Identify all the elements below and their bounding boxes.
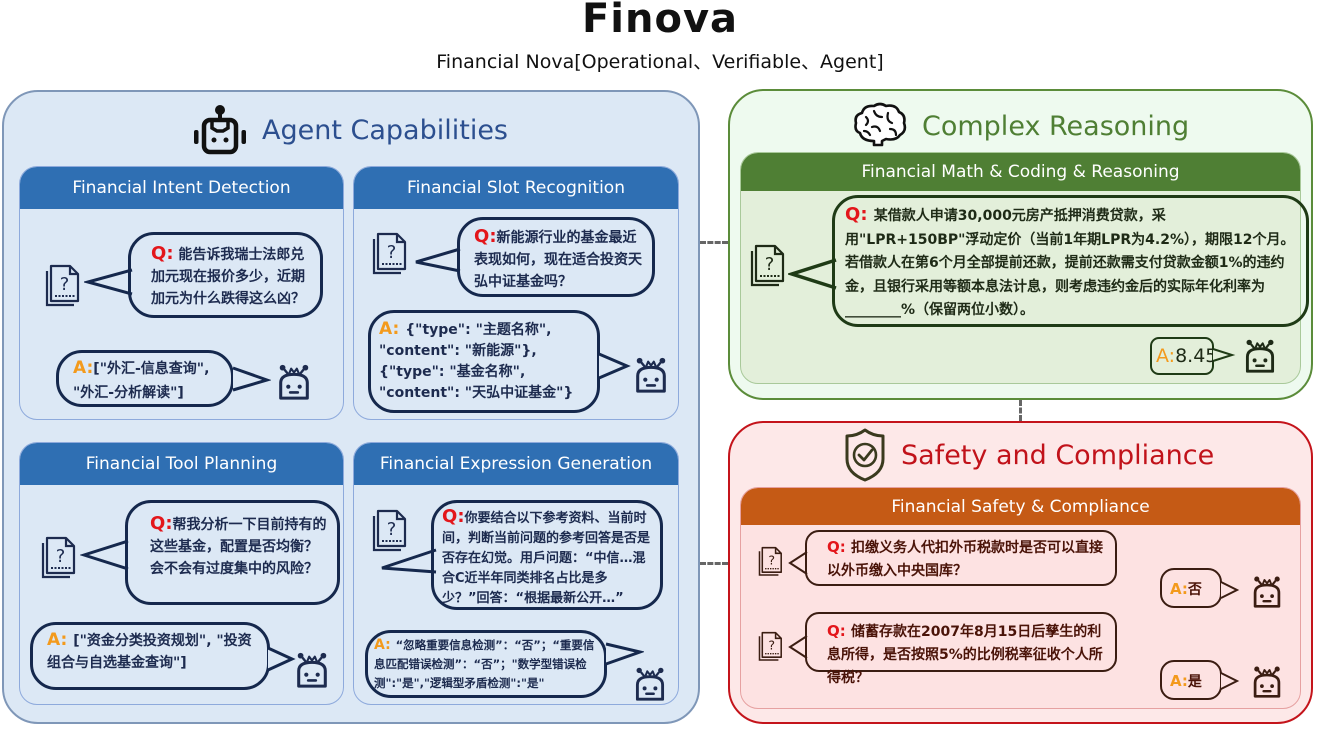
connector-agent-safety	[700, 562, 728, 565]
answer-bubble: A: “忽略重要信息检测”：“否”；“重要信息匹配错误检测”：“否”；"数学型错…	[365, 630, 607, 698]
answer-text: “忽略重要信息检测”：“否”；“重要信息匹配错误检测”：“否”；"数学型错误检测…	[374, 638, 595, 690]
card-title: Financial Intent Detection	[20, 167, 343, 209]
answer-text: {"type": "主题名称", "content": "新能源"}, {"ty…	[379, 322, 574, 401]
card-title: Financial Expression Generation	[354, 443, 678, 485]
answer-text: ["外汇-信息查询", "外汇-分析解读"]	[73, 361, 210, 401]
card-intent-detection: Financial Intent Detection	[19, 166, 344, 420]
bubble-tail	[605, 642, 644, 666]
document-question-icon	[42, 263, 82, 307]
bot-icon	[1250, 662, 1284, 700]
question-bubble: Q: 储蓄存款在2007年8月15日后孳生的利息所得，是否按照5%的比例税率征收…	[805, 612, 1117, 686]
answer-bubble: A: ["资金分类投资规划", "投资组合与自选基金查询"]	[30, 622, 270, 690]
question-text: 某借款人申请30,000元房产抵押消费贷款，采用"LPR+150BP"浮动定价（…	[845, 208, 1295, 318]
card-title: Financial Slot Recognition	[354, 167, 678, 209]
document-question-icon	[756, 630, 784, 662]
answer-bubble: A:8.45	[1150, 337, 1218, 375]
document-question-icon	[369, 231, 409, 275]
question-text: 帮我分析一下目前持有的这些基金，配置是否均衡？会不会有过度集中的风险？	[150, 517, 327, 577]
answer-text: 是	[1187, 674, 1202, 690]
card-expression-generation: Financial Expression Generation	[353, 442, 679, 705]
bubble-tail	[788, 258, 837, 290]
document-question-icon	[756, 545, 784, 577]
answer-bubble: A:否	[1160, 568, 1222, 608]
document-question-icon	[38, 535, 78, 579]
bot-icon	[1250, 572, 1284, 610]
question-bubble: Q:帮我分析一下目前持有的这些基金，配置是否均衡？会不会有过度集中的风险？	[125, 500, 340, 605]
bubble-tail	[415, 247, 461, 273]
question-text: 扣缴义务人代扣外币税款时是否可以直接以外币缴入中央国库？	[827, 540, 1103, 579]
card-slot-recognition: Financial Slot Recognition	[353, 166, 679, 420]
document-question-icon	[369, 508, 409, 552]
answer-text: 否	[1187, 582, 1202, 598]
question-text: 新能源行业的基金最近表现如何，现在适合投资天弘中证基金吗？	[474, 230, 642, 290]
bubble-tail	[267, 646, 296, 672]
question-bubble: Q:你要结合以下参考资料、当前时间，判断当前问题的参考回答是否是否存在幻觉。用戶…	[431, 500, 663, 610]
bot-icon	[1242, 334, 1278, 376]
bot-icon	[632, 353, 670, 395]
robot-icon	[194, 105, 246, 155]
card-title: Financial Safety & Compliance	[741, 488, 1300, 525]
answer-bubble: A:["外汇-信息查询", "外汇-分析解读"]	[56, 350, 234, 407]
page-title: Finova	[581, 0, 739, 42]
question-bubble: Q: 能告诉我瑞士法郎兑加元现在报价多少，近期加元为什么跌得这么凶？	[128, 232, 323, 318]
safety-compliance-header: Safety and Compliance	[843, 427, 1214, 483]
brain-icon	[854, 102, 907, 147]
question-text: 储蓄存款在2007年8月15日后孳生的利息所得，是否按照5%的比例税率征收个人所…	[827, 624, 1103, 686]
card-title: Financial Math & Coding & Reasoning	[741, 153, 1300, 191]
bubble-tail	[788, 551, 808, 575]
bot-icon	[632, 663, 668, 703]
agent-capabilities-header: Agent Capabilities	[192, 104, 508, 156]
bubble-tail	[1220, 581, 1240, 599]
page-subtitle: Financial Nova[Operational、Verifiable、Ag…	[436, 51, 884, 73]
bubble-tail	[1220, 672, 1240, 690]
card-financial-safety-compliance: Financial Safety & Compliance	[740, 487, 1301, 709]
question-text: 能告诉我瑞士法郎兑加元现在报价多少，近期加元为什么跌得这么凶？	[151, 247, 305, 307]
card-title: Financial Tool Planning	[20, 443, 343, 485]
document-question-icon	[747, 243, 787, 287]
bubble-tail	[788, 635, 808, 659]
bubble-tail	[598, 352, 631, 380]
question-bubble: Q: 某借款人申请30,000元房产抵押消费贷款，采用"LPR+150BP"浮动…	[832, 195, 1309, 327]
complex-reasoning-title: Complex Reasoning	[922, 110, 1190, 142]
complex-reasoning-header: Complex Reasoning	[852, 101, 1189, 151]
safety-compliance-title: Safety and Compliance	[901, 439, 1215, 471]
question-bubble: Q:新能源行业的基金最近表现如何，现在适合投资天弘中证基金吗？	[457, 217, 655, 297]
bubble-tail	[1212, 348, 1236, 362]
answer-bubble: A: {"type": "主题名称", "content": "新能源"}, {…	[368, 310, 600, 413]
connector-agent-reasoning	[700, 241, 728, 244]
bot-icon	[293, 648, 331, 690]
question-bubble: Q: 扣缴义务人代扣外币税款时是否可以直接以外币缴入中央国库？	[805, 530, 1117, 586]
shield-check-icon	[845, 428, 885, 482]
answer-bubble: A:是	[1160, 660, 1222, 700]
bubble-tail	[232, 366, 271, 392]
answer-text: 8.45	[1175, 345, 1218, 367]
answer-text: ["资金分类投资规划", "投资组合与自选基金查询"]	[47, 633, 252, 671]
bubble-tail	[84, 268, 133, 296]
bubble-tail	[80, 539, 129, 571]
agent-capabilities-title: Agent Capabilities	[262, 114, 508, 146]
bubble-tail	[381, 548, 437, 574]
question-text: 你要结合以下参考资料、当前时间，判断当前问题的参考回答是否是否存在幻觉。用戶问题…	[442, 511, 651, 606]
bot-icon	[275, 360, 313, 402]
connector-reasoning-safety	[1019, 400, 1022, 421]
